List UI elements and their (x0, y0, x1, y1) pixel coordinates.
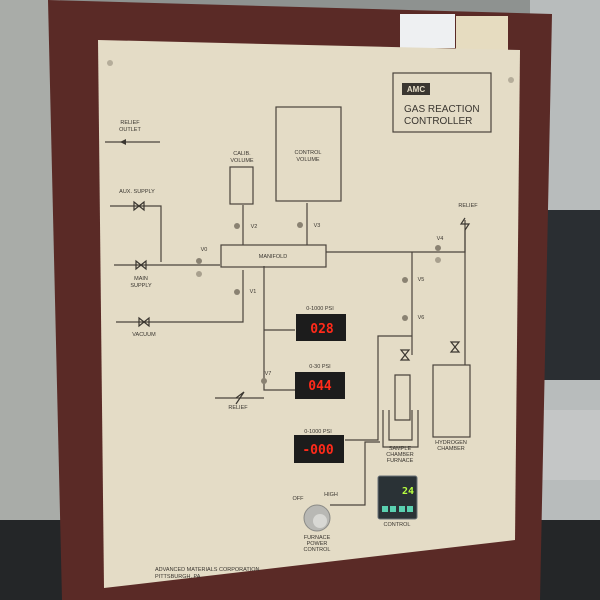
gauge-range: 0-30 PSI (309, 364, 331, 370)
relief-outlet-label: RELIEF (120, 120, 140, 126)
controller-button[interactable] (382, 506, 388, 512)
valve-label-v5: V5 (418, 277, 425, 283)
valve-label-v6: V6 (418, 315, 425, 321)
temperature-controller (377, 475, 418, 520)
gauge-1: 0-30 PSI 044 (295, 364, 345, 399)
panel-title-line2: CONTROLLER (404, 116, 472, 127)
toggle-v6[interactable] (402, 315, 408, 321)
valve-label-v1: V1 (250, 289, 257, 295)
toggle-v4[interactable] (435, 245, 441, 251)
knob-cap (313, 514, 327, 528)
screw (508, 77, 514, 83)
manufacturer-line2: PITTSBURGH, PA (155, 574, 201, 580)
knob-off-label: OFF (293, 496, 305, 502)
main-supply-label: MAIN (134, 276, 148, 282)
calib-volume-label: CALIB. (233, 151, 251, 157)
valve-label-v4: V4 (437, 236, 444, 242)
toggle-v5[interactable] (402, 277, 408, 283)
calib-volume-label-2: VOLUME (230, 158, 254, 164)
valve-label-v3: V3 (314, 223, 321, 229)
furnace-power-label-2: POWER (307, 541, 328, 547)
gauge-range: 0-1000 PSI (304, 429, 332, 435)
aux-supply-label: AUX. SUPPLY (119, 189, 155, 195)
toggle-v3[interactable] (297, 222, 303, 228)
gauge-reading: 028 (310, 322, 334, 337)
relief-outlet-label-2: OUTLET (119, 127, 141, 133)
background-left-bench (0, 0, 60, 600)
hydrogen-chamber-box (432, 364, 471, 438)
valve-toggle-switches[interactable] (196, 222, 441, 384)
main-supply-label-2: SUPPLY (130, 283, 152, 289)
gauge-reading: 044 (308, 379, 332, 394)
panel-title-line1: GAS REACTION (404, 104, 480, 115)
manifold-label: MANIFOLD (259, 254, 287, 260)
toggle-v7[interactable] (261, 378, 267, 384)
title-box (392, 72, 492, 133)
gauge-2: 0-1000 PSI -000 (294, 429, 344, 463)
manufacturer-line1: ADVANCED MATERIALS CORPORATION (155, 567, 260, 573)
label-sticker-2 (456, 16, 508, 52)
arrow-left-icon (120, 139, 126, 145)
sample-chamber-label: SAMPLE (389, 446, 412, 452)
controller-button[interactable] (407, 506, 413, 512)
control-volume-box (275, 106, 342, 202)
furnace-power-label: FURNACE (304, 535, 331, 541)
brand-logo-text: AMC (407, 85, 425, 94)
gauge-reading: -000 (302, 443, 333, 458)
knob-high-label: HIGH (324, 492, 338, 498)
valve-label-v7: V7 (265, 371, 272, 377)
hydrogen-chamber-label: HYDROGEN (435, 440, 467, 446)
control-volume-label: CONTROL (295, 150, 322, 156)
vacuum-label: VACUUM (132, 332, 156, 338)
sample-chamber-label-3: FURNACE (387, 458, 414, 464)
relief-top-label: RELIEF (458, 203, 478, 209)
hydrogen-chamber-label-2: CHAMBER (437, 446, 465, 452)
gauge-display (295, 372, 345, 399)
piping-diagram (105, 141, 466, 506)
valve-label-v0: V0 (201, 247, 208, 253)
controller-label: CONTROL (384, 522, 411, 528)
toggle-v0[interactable] (196, 258, 202, 264)
screw (107, 60, 113, 66)
calib-volume-box (229, 166, 254, 205)
toggle-v4-base (435, 257, 441, 263)
valve-label-v2: V2 (251, 224, 258, 230)
controller-buttons[interactable] (382, 506, 413, 512)
furnace-power-label-3: CONTROL (304, 547, 331, 553)
gauge-display (294, 435, 344, 463)
control-volume-label-2: VOLUME (296, 157, 320, 163)
sample-chamber-label-2: CHAMBER (386, 452, 414, 458)
toggle-v0-base (196, 271, 202, 277)
controller-button[interactable] (390, 506, 396, 512)
manifold-box (220, 244, 327, 268)
amc-logo (402, 83, 430, 95)
toggle-v2[interactable] (234, 223, 240, 229)
gauge-display (296, 314, 346, 341)
label-sticker (400, 14, 455, 48)
gauge-0: 0-1000 PSI 028 (296, 306, 346, 341)
gauge-range: 0-1000 PSI (306, 306, 334, 312)
toggle-v1[interactable] (234, 289, 240, 295)
temperature-reading: 24 (402, 486, 414, 497)
controller-button[interactable] (399, 506, 405, 512)
relief-bottom-label: RELIEF (228, 405, 248, 411)
manual-valve-icons (133, 200, 471, 405)
